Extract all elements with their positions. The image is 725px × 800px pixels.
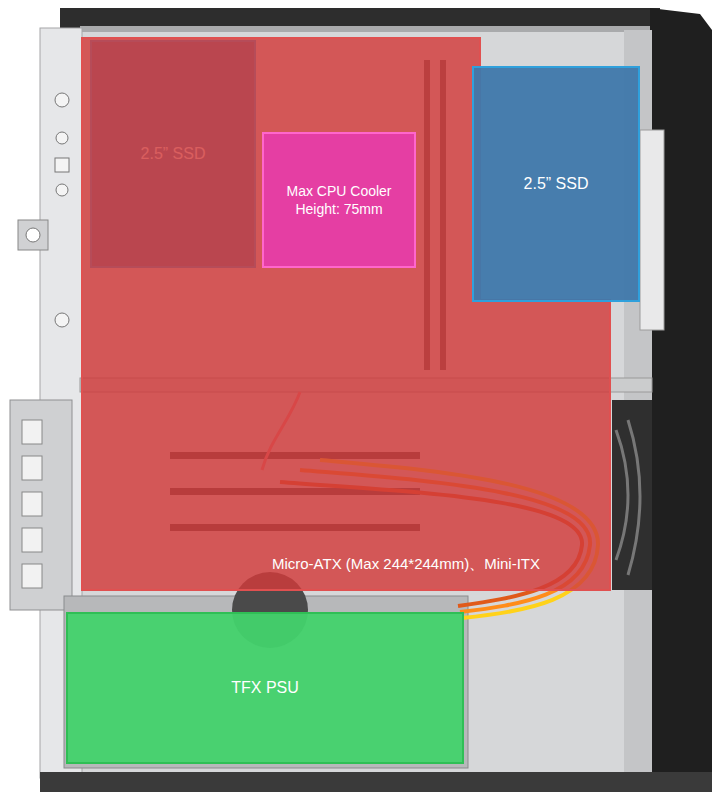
cpu-cooler-zone-shape [262,132,416,268]
pci-bracket [10,400,72,610]
slot-cover [22,420,42,444]
slot-cover [22,564,42,588]
node-label: Micro-ATX (Max 244*244mm)、Mini-ITX [264,554,548,574]
node-label: Max CPU Cooler Height: 75mm [262,182,416,218]
node-label: 2.5” SSD [516,174,597,195]
cpu-cooler-zone: Max CPU Cooler Height: 75mm [262,132,416,268]
slot-cover [22,456,42,480]
text-area: 2.5” SSD [472,66,640,302]
case-top-edge [80,26,652,32]
screw [26,228,40,242]
psu-bay-outline [67,613,463,763]
screw [55,93,69,107]
ssd-bay: 2.5” SSD [472,66,640,302]
screw [56,184,68,196]
lock-tab [18,220,48,250]
text-area: Max CPU Cooler Height: 75mm [262,132,416,268]
port-cutout [55,158,69,172]
rear-fan [612,400,652,590]
case-side-panel [650,8,712,790]
node-label: TFX PSU [223,678,307,699]
screw [55,313,69,327]
text-area: Micro-ATX (Max 244*244mm)、Mini-ITX [192,546,620,582]
case-bottom-rim [40,772,712,792]
slot-cover [22,528,42,552]
cpu-cooler-zone-outline [263,133,415,267]
ssd-bay-outline [473,67,639,301]
text-area: TFX PSU [66,612,464,764]
case-top-rim [60,8,660,28]
fan-blades [616,420,640,575]
psu-bay: TFX PSU [66,612,464,764]
slot-cover [22,492,42,516]
screw [56,132,68,144]
psu-body [64,596,468,768]
side-latch [640,130,664,330]
